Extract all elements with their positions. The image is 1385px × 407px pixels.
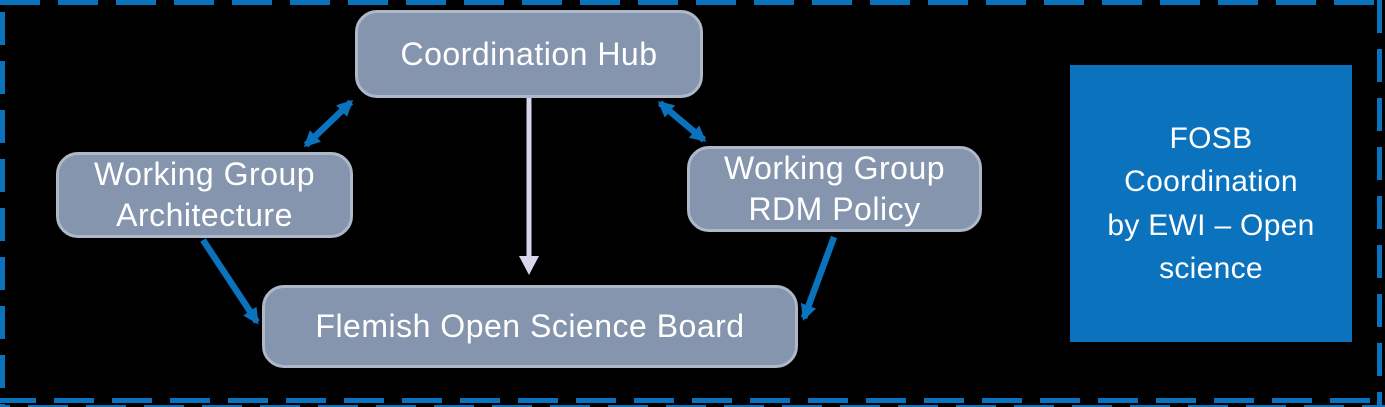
arrow-rdm-fosb <box>800 235 838 321</box>
node-coordination-hub: Coordination Hub <box>355 10 703 98</box>
node-working-group-architecture-label-line1: Working Group <box>93 156 316 193</box>
node-working-group-architecture-label-line2: Architecture <box>116 197 293 233</box>
node-working-group-rdm-policy-label-line2: RDM Policy <box>748 191 921 227</box>
node-working-group-rdm-policy-label-line1: Working Group <box>723 150 946 187</box>
fosb-coordination-note-line4: science <box>1159 252 1263 285</box>
fosb-coordination-note-line1: FOSB <box>1169 121 1253 155</box>
fosb-coordination-note-line2: Coordination <box>1124 165 1298 198</box>
node-working-group-rdm-policy: Working Group RDM Policy <box>687 146 982 232</box>
fosb-coordination-note: FOSB Coordination by EWI – Open science <box>1070 65 1352 342</box>
node-working-group-architecture: Working Group Architecture <box>56 152 353 238</box>
node-coordination-hub-label: Coordination Hub <box>400 35 658 72</box>
fosb-coordination-note-line3: by EWI – Open <box>1107 208 1315 242</box>
node-flemish-open-science-board: Flemish Open Science Board <box>262 285 798 368</box>
node-flemish-open-science-board-label: Flemish Open Science Board <box>315 308 745 345</box>
arrow-architecture-fosb <box>200 238 260 325</box>
arrow-hub-rdm <box>657 100 707 143</box>
arrow-hub-architecture <box>303 99 354 148</box>
